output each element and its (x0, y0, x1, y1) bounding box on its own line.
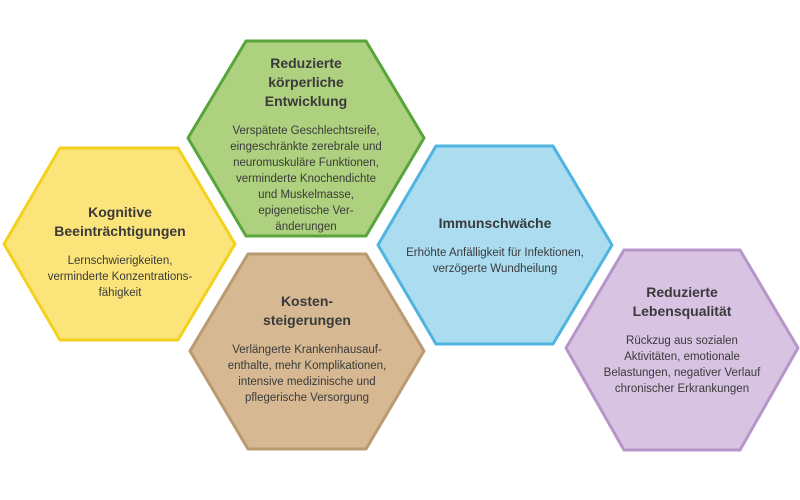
hex-title: Kosten- steigerungen (263, 293, 351, 328)
hex-title: Reduzierte körperliche Entwicklung (264, 55, 348, 109)
hex-description: Verspätete Geschlechtsreife, eingeschrän… (230, 125, 382, 233)
hex-description: Lernschwierigkeiten, verminderte Konzent… (47, 255, 193, 299)
hexagon-reduzierte-koerperliche-entwicklung (186, 39, 426, 238)
hex-title: Kognitive Beeinträchtigungen (54, 204, 186, 239)
hex-description: Erhöhte Anfälligkeit für Infektionen, ve… (406, 247, 584, 275)
hexagon-kostensteigerungen (188, 252, 426, 451)
hex-text-lebensqualitaet: Reduzierte Lebensqualität Rückzug aus so… (572, 283, 792, 397)
hex-description: Rückzug aus sozialen Aktivitäten, emotio… (603, 335, 761, 395)
hex-title: Reduzierte Lebensqualität (632, 284, 732, 319)
hexagon-immunschwaeche (376, 144, 614, 346)
hex-description: Verlängerte Krankenhausauf- enthalte, me… (227, 344, 387, 404)
hexagon-kognitive-beeintraechtigungen (2, 146, 237, 342)
hex-text-kosten: Kosten- steigerungen Verlängerte Kranken… (197, 292, 417, 406)
hexagon-reduzierte-lebensqualitaet (564, 248, 800, 452)
hex-text-kognitiv: Kognitive Beeinträchtigungen Lernschwier… (20, 203, 220, 301)
hex-text-entwicklung: Reduzierte körperliche Entwicklung Versp… (196, 54, 416, 235)
hex-text-immun: Immunschwäche Erhöhte Anfälligkeit für I… (385, 214, 605, 277)
hex-title: Immunschwäche (438, 215, 552, 231)
